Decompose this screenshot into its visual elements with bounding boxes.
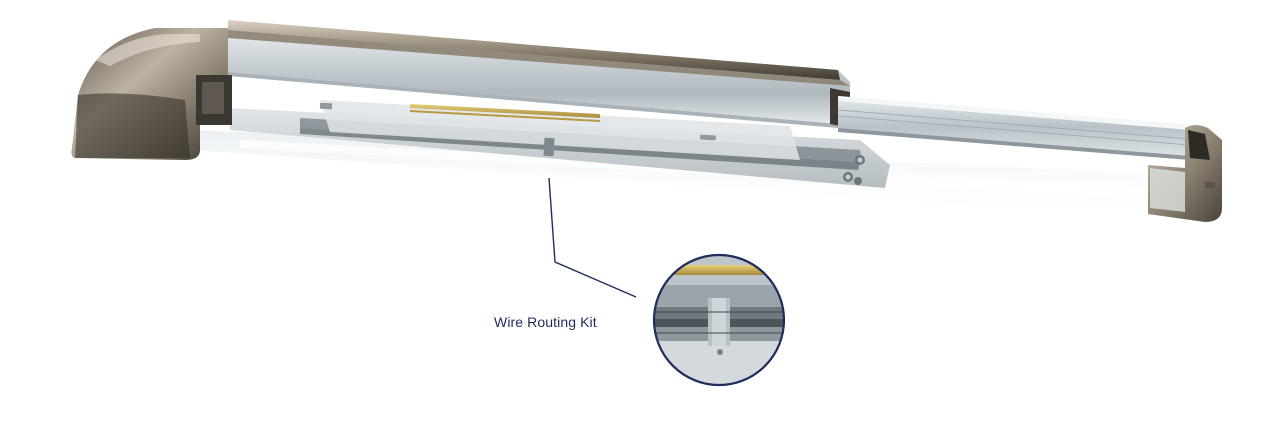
brass-wire-channel bbox=[410, 104, 600, 122]
magnifier-detail bbox=[652, 253, 786, 387]
mounting-screws bbox=[843, 155, 865, 185]
magnifier-ring bbox=[652, 253, 786, 387]
push-rail bbox=[837, 96, 1191, 160]
base-plate bbox=[230, 100, 890, 188]
left-end-cap bbox=[71, 28, 232, 160]
callout-leader-line bbox=[548, 177, 637, 298]
wire-routing-kit-label: Wire Routing Kit bbox=[494, 314, 597, 330]
right-end-cap bbox=[1148, 125, 1222, 222]
main-housing bbox=[228, 20, 850, 129]
